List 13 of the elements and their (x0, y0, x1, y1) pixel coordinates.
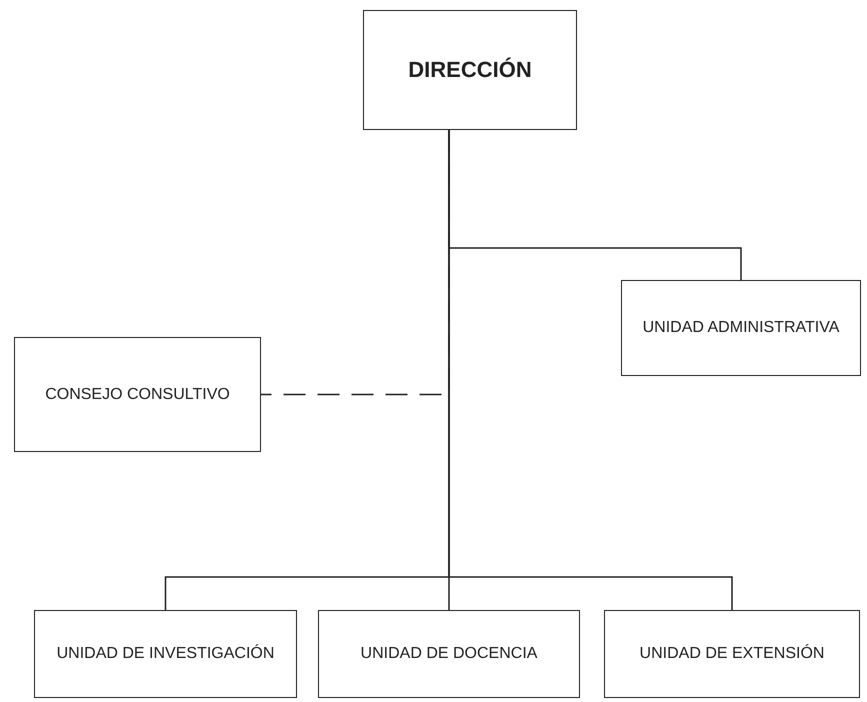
org-unit-box (34, 610, 297, 698)
org-unit-box (318, 610, 580, 698)
org-unit-box (604, 610, 860, 698)
org-unit-box (14, 337, 261, 452)
org-unit-box (621, 280, 861, 376)
unit-name: UNIDAD ADMINISTRATIVA (642, 318, 840, 338)
unit-name: UNIDAD DE INVESTIGACIÓN (56, 643, 274, 664)
unit-name: DIRECCIÓN (408, 56, 532, 84)
unit-name: UNIDAD DE EXTENSIÓN (640, 643, 824, 664)
unit-name: CONSEJO CONSULTIVO (45, 384, 230, 405)
unit-name: UNIDAD DE DOCENCIA (360, 644, 538, 664)
org-unit-box (363, 10, 577, 130)
connector-line (448, 130, 733, 610)
